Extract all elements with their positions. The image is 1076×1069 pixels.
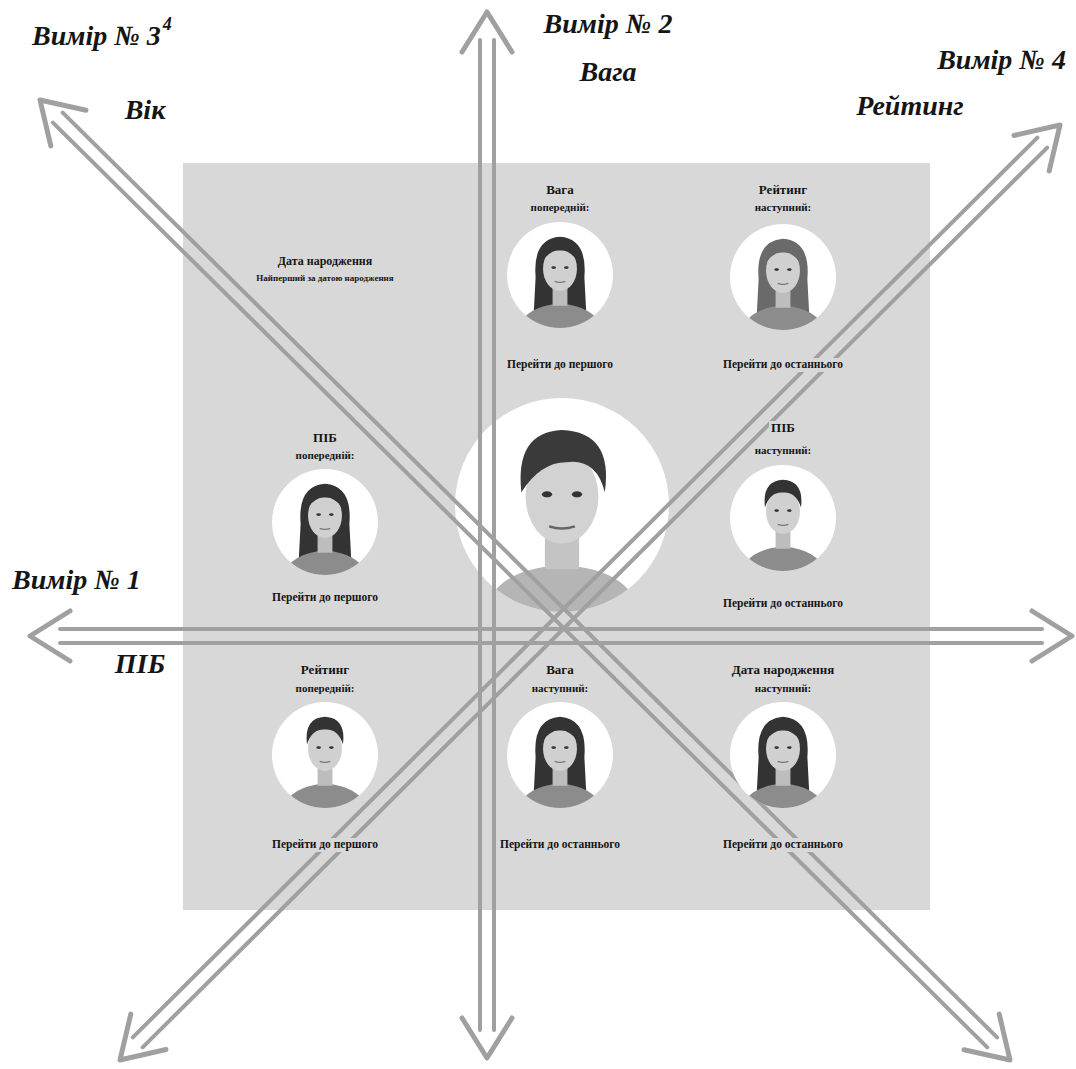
direction-caption: наступний: [753,682,814,695]
profile-photo [507,222,613,328]
profile-photo [272,702,378,808]
sort-heading: Дата народження [730,663,836,678]
jump-link: Перейти до останнього [721,597,845,610]
profile-photo [272,469,378,575]
sort-heading: Вага [544,663,576,678]
profile-card: Рейтинг наступний: Перейти до останнього [683,178,883,379]
superscript-mark: 4 [161,14,174,35]
axis-name: Вага [577,56,638,88]
profile-photo [730,702,836,808]
profile-photo [507,702,613,808]
panel-ground [183,163,930,910]
direction-caption: попередній: [294,682,357,695]
axis-name: ПІБ [113,648,167,680]
sort-heading: Вага [544,183,576,198]
profile-photo [730,465,836,571]
axis-title: Вимір № 2 [542,8,675,40]
axis-title: Вимір № 1 [10,564,143,596]
direction-caption: наступний: [753,444,814,457]
jump-link: Перейти до першого [505,358,615,371]
axis-name: Вік [123,94,168,126]
profile-card: Рейтинг попередній: Перейти до першого [225,658,425,859]
sort-heading: Рейтинг [757,183,809,198]
axis-name: Рейтинг [854,90,965,122]
sort-heading: Рейтинг [299,663,351,678]
jump-link: Перейти до останнього [498,838,622,851]
direction-caption: наступний: [530,682,591,695]
jump-link: Перейти до останнього [721,358,845,371]
direction-caption: попередній: [294,449,357,462]
axis-arrows [30,12,1072,1060]
jump-link: Перейти до першого [270,838,380,851]
profile-card: Вага наступний: Перейти до останнього [460,658,660,859]
center-photo [455,398,669,612]
direction-caption: наступний: [753,201,814,214]
jump-link: Перейти до першого [270,591,380,604]
sort-heading: ПІБ [769,421,797,436]
profile-card: ПІБ наступний: Перейти до останнього [683,416,883,618]
sort-note: Найперший за датою народження [254,273,395,283]
axis-title: Вимір № 3 [30,20,163,52]
sort-heading: Дата народження [276,255,375,269]
profile-card: ПІБ попередній: Перейти до першого [225,426,425,612]
profile-photo [730,224,836,330]
profile-card: Вага попередній: Перейти до першого [460,178,660,379]
direction-caption: попередній: [529,201,592,214]
axis-title: Вимір № 4 [935,44,1068,76]
sort-heading: ПІБ [311,431,339,446]
jump-link: Перейти до останнього [721,838,845,851]
profile-card: Дата народження наступний: Перейти до оста… [683,658,883,859]
